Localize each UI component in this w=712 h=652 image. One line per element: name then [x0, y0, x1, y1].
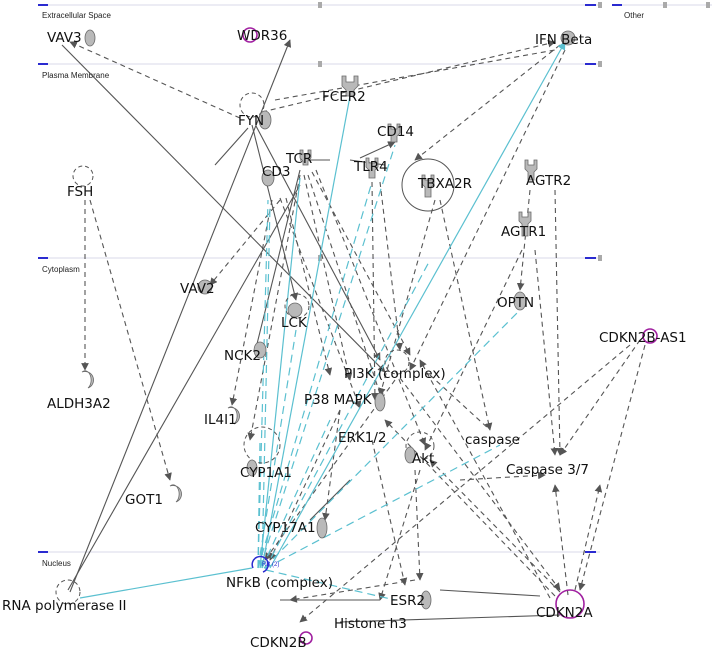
node-tbxa2r[interactable]: TBXA2R [417, 176, 472, 192]
esr2-glyph [420, 590, 432, 610]
node-vav2[interactable]: VAV2 [180, 281, 215, 297]
compartment-label-other: Other [624, 11, 644, 20]
node-fsh[interactable]: FSH [67, 184, 93, 200]
node-vav3[interactable]: VAV3 [47, 30, 82, 46]
vav2-glyph [197, 279, 213, 295]
fyn-glyph [258, 110, 272, 130]
got1-glyph [169, 484, 182, 503]
agtr1-glyph [518, 211, 532, 237]
node-tlr4[interactable]: TLR4 [353, 159, 388, 175]
optn-glyph [513, 291, 527, 311]
wdr36-glyph [242, 27, 258, 43]
compartment-label-plasma-membrane: Plasma Membrane [42, 71, 110, 80]
cyp1a1-glyph [246, 459, 258, 477]
compartment-label-nucleus: Nucleus [42, 559, 71, 568]
cdkn2a-glyph [555, 589, 585, 619]
tbxa2r-glyph [421, 174, 435, 198]
node-lck[interactable]: LCK [281, 315, 308, 331]
node-agtr1[interactable]: AGTR1 [501, 224, 546, 240]
self-loops [55, 92, 455, 605]
node-wdr36[interactable]: WDR36 [237, 28, 287, 44]
cd14-glyph [387, 123, 401, 143]
node-esr2[interactable]: ESR2 [390, 593, 425, 609]
node-nfkb-complex[interactable]: NFkB (complex) [226, 575, 333, 591]
compartment-label-cytoplasm: Cytoplasm [42, 265, 80, 274]
vav3-glyph [84, 29, 96, 47]
node-histone-h3[interactable]: Histone h3 [334, 616, 407, 632]
node-ifn-beta[interactable]: IFN Beta [535, 32, 592, 48]
lck-glyph [287, 302, 303, 318]
cyp17a1-glyph [316, 517, 328, 539]
fcer2-glyph [341, 75, 359, 97]
cdkn2b-as1-glyph [642, 328, 658, 344]
node-cd14[interactable]: CD14 [377, 124, 414, 140]
node-aldh3a2[interactable]: ALDH3A2 [47, 396, 111, 412]
nck2-glyph [253, 341, 267, 359]
ifn-beta-glyph [560, 30, 576, 46]
tlr4-glyph [365, 157, 379, 179]
node-akt[interactable]: Akt [412, 451, 434, 467]
cdkn2b-glyph [299, 631, 313, 645]
node-pi3k-complex[interactable]: PI3K (complex) [344, 366, 446, 382]
node-agtr2[interactable]: AGTR2 [526, 173, 571, 189]
node-il4i1[interactable]: IL4I1 [204, 412, 237, 428]
node-p38-mapk[interactable]: P38 MAPK [304, 392, 373, 408]
node-cdkn2a[interactable]: CDKN2A [536, 605, 593, 621]
p38-glyph [374, 392, 386, 412]
node-cdkn2b[interactable]: CDKN2B [250, 635, 307, 651]
il4i1-glyph [227, 406, 240, 425]
compartment-dividers [38, 2, 712, 553]
edges-dashed [69, 39, 646, 623]
agtr2-glyph [524, 159, 538, 181]
node-caspase[interactable]: caspase [465, 432, 520, 448]
nfkb-glyph [251, 555, 269, 573]
node-tcr[interactable]: TCR [285, 151, 312, 167]
akt-glyph [404, 446, 416, 464]
node-cd3[interactable]: CD3 [262, 164, 290, 180]
edges-highlighted [79, 41, 566, 601]
node-glyphs [81, 27, 658, 645]
node-fcer2[interactable]: FCER2 [322, 89, 366, 105]
node-cyp17a1[interactable]: CYP17A1 [255, 520, 316, 536]
node-cdkn2b-as1[interactable]: CDKN2B-AS1 [599, 330, 687, 346]
compartment-label-extracellular: Extracellular Space [42, 11, 111, 20]
cd3-glyph [261, 169, 275, 187]
node-cyp1a1[interactable]: CYP1A1 [240, 465, 292, 481]
node-fyn[interactable]: FYN [238, 113, 264, 129]
node-nck2[interactable]: NCK2 [224, 348, 261, 364]
tcr-glyph [299, 149, 312, 166]
node-optn[interactable]: OPTN [497, 295, 534, 311]
node-erk1-2[interactable]: ERK1/2 [338, 430, 387, 446]
node-got1[interactable]: GOT1 [125, 492, 163, 508]
node-rna-polymerase-ii[interactable]: RNA polymerase II [2, 598, 126, 614]
aldh3a2-glyph [81, 370, 94, 389]
nfkb-badge: RB (2) [262, 562, 279, 568]
node-caspase-3-7[interactable]: Caspase 3/7 [506, 462, 589, 478]
